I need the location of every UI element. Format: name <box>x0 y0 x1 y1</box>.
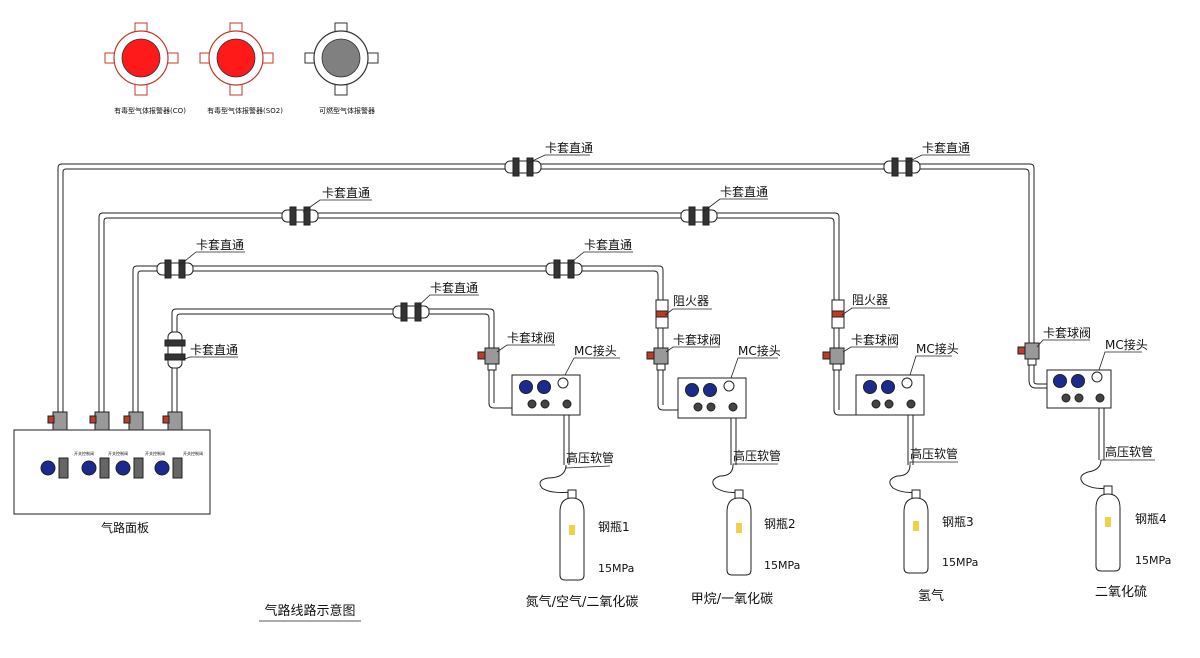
regulator-1 <box>511 374 581 416</box>
flame-arresters <box>655 299 845 329</box>
union-label-a2: 卡套直通 <box>922 141 970 155</box>
pressure-label-3: 15MPa <box>942 556 978 569</box>
mc-joint-label-3: MC接头 <box>916 341 959 356</box>
flame-arrester-2 <box>655 299 669 329</box>
panel-switch-label-2: 开关控制阀 <box>108 450 128 456</box>
cylinder-3 <box>903 489 929 574</box>
alarm-combustible <box>304 22 379 96</box>
alarm-so2 <box>199 22 274 96</box>
cylinder-name-3: 钢瓶3 <box>942 515 974 529</box>
pressure-label-1: 15MPa <box>598 562 634 575</box>
flame-arrester-label-3: 阻火器 <box>852 293 888 307</box>
ball-valve-label-4: 卡套球阀 <box>1043 326 1091 340</box>
union-b2 <box>680 206 718 226</box>
union-d-vertical <box>164 331 186 369</box>
gas-type-1: 氮气/空气/二氧化碳 <box>526 594 639 610</box>
flame-arrester-3 <box>831 299 845 329</box>
cylinder-4 <box>1095 485 1121 572</box>
callout-leaders <box>179 154 1155 622</box>
union-d1 <box>392 302 430 322</box>
mc-joint-label-2: MC接头 <box>738 343 781 358</box>
union-a2 <box>883 157 921 177</box>
ball-valve-label-3: 卡套球阀 <box>851 333 899 347</box>
union-label-a1: 卡套直通 <box>545 141 593 155</box>
panel-switch-label-4: 开关控制阀 <box>183 450 203 456</box>
mc-joint-label-1: MC接头 <box>574 343 617 358</box>
cylinder-name-4: 钢瓶4 <box>1135 512 1167 526</box>
regulator-3 <box>855 374 925 416</box>
union-fittings <box>156 157 921 369</box>
union-label-d-vertical: 卡套直通 <box>190 343 238 357</box>
cylinder-name-2: 钢瓶2 <box>764 517 796 531</box>
gas-type-3: 氢气 <box>918 588 944 604</box>
cylinder-2 <box>726 489 752 576</box>
cylinder-1 <box>559 489 585 581</box>
union-label-c2: 卡套直通 <box>584 238 632 252</box>
hose-label-1: 高压软管 <box>566 450 614 465</box>
regulators <box>511 369 1112 419</box>
gas-type-4: 二氧化硫 <box>1095 585 1147 600</box>
ball-valve-label-2: 卡套球阀 <box>673 333 721 347</box>
hose-label-4: 高压软管 <box>1105 444 1153 459</box>
callout-labels: 卡套直通 卡套直通 卡套直通 卡套直通 卡套直通 卡套直通 卡套直通 卡套直通 … <box>190 141 1171 619</box>
union-label-c1: 卡套直通 <box>196 238 244 252</box>
cylinders <box>559 485 1121 581</box>
alarm-co-lamp <box>121 38 161 78</box>
mc-joint-label-4: MC接头 <box>1105 337 1148 352</box>
gas-panel-label: 气路面板 <box>101 520 149 535</box>
regulator-2 <box>677 377 747 419</box>
union-c1 <box>156 259 194 279</box>
flame-arrester-label-2: 阻火器 <box>673 294 709 308</box>
union-label-b1: 卡套直通 <box>322 186 370 200</box>
alarm-combustible-lamp <box>321 38 361 78</box>
union-label-b2: 卡套直通 <box>720 185 768 199</box>
union-b1 <box>281 206 319 226</box>
gas-type-2: 甲烷/一氧化碳 <box>691 592 773 607</box>
alarm-combustible-label: 可燃型气体报警器 <box>319 106 375 115</box>
pipelines <box>57 163 1109 493</box>
ball-valve-1 <box>477 347 500 371</box>
diagram-title: 气路线路示意图 <box>264 603 355 619</box>
union-label-d1: 卡套直通 <box>430 281 478 295</box>
hose-label-3: 高压软管 <box>910 446 958 461</box>
panel-switch-label-1: 开关控制阀 <box>74 450 94 456</box>
union-a1 <box>504 157 542 177</box>
alarm-co <box>104 22 179 96</box>
ball-valve-4 <box>1017 342 1040 366</box>
panel-switch-label-3: 开关控制阀 <box>145 450 165 456</box>
ball-valves <box>477 342 1040 371</box>
pressure-label-4: 15MPa <box>1135 554 1171 567</box>
hose-label-2: 高压软管 <box>733 448 781 463</box>
union-c2 <box>545 259 583 279</box>
ball-valve-3 <box>822 347 845 371</box>
alarm-co-label: 有毒型气体报警器(CO) <box>114 106 186 115</box>
alarm-so2-label: 有毒型气体报警器(SO2) <box>207 106 283 115</box>
alarm-so2-lamp <box>216 38 256 78</box>
gas-panel: 开关控制阀 开关控制阀 开关控制阀 开关控制阀 <box>13 411 211 515</box>
cylinder-name-1: 钢瓶1 <box>598 520 630 534</box>
ball-valve-2 <box>646 347 669 371</box>
pressure-label-2: 15MPa <box>764 559 800 572</box>
ball-valve-label-1: 卡套球阀 <box>507 331 555 345</box>
regulator-4 <box>1046 369 1112 409</box>
